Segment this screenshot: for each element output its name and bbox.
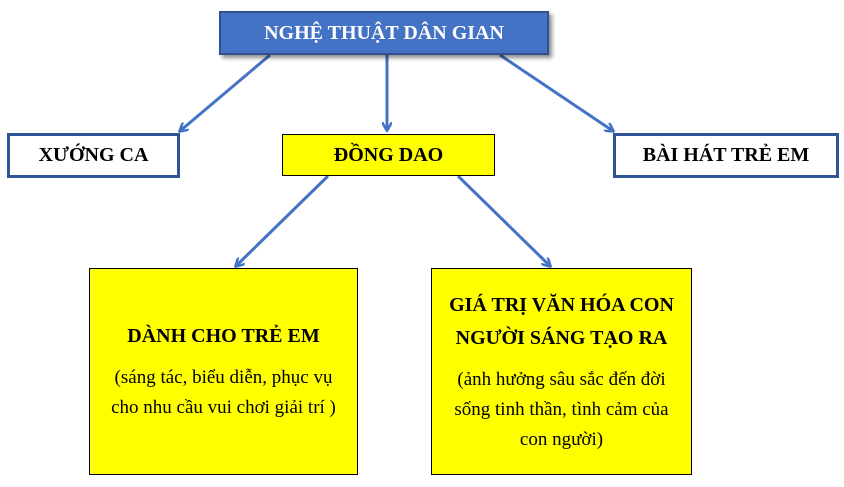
node-gia-tri-van-hoa: GIÁ TRỊ VĂN HÓA CON NGƯỜI SÁNG TẠO RA (ả… [431,268,692,475]
danh-cho-title: DÀNH CHO TRẺ EM [127,324,320,347]
node-danh-cho-tre-em: DÀNH CHO TRẺ EM (sáng tác, biểu diễn, ph… [89,268,358,475]
node-dong-dao: ĐỒNG DAO [282,134,495,176]
node-bai-hat-tre-em: BÀI HÁT TRẺ EM [613,133,839,178]
root-label: NGHỆ THUẬT DÂN GIAN [264,21,504,44]
arrow-root-to-xuong-ca [180,53,271,131]
gia-tri-title: GIÁ TRỊ VĂN HÓA CON NGƯỜI SÁNG TẠO RA [449,293,674,349]
gia-tri-description: (ảnh hưởng sâu sắc đến đời sống tinh thầ… [454,368,669,450]
arrow-dong-dao-to-danh-cho [236,174,330,266]
node-xuong-ca-label: XƯỚNG CA [38,144,149,166]
arrow-dong-dao-to-gia-tri [456,174,550,266]
node-xuong-ca: XƯỚNG CA [7,133,180,178]
node-bai-hat-label: BÀI HÁT TRẺ EM [642,144,810,166]
node-dong-dao-label: ĐỒNG DAO [333,143,444,166]
arrow-root-to-bai-hat [499,53,613,131]
danh-cho-description: (sáng tác, biểu diễn, phục vụ cho nhu cầ… [111,366,336,418]
root-node: NGHỆ THUẬT DÂN GIAN [219,11,549,55]
